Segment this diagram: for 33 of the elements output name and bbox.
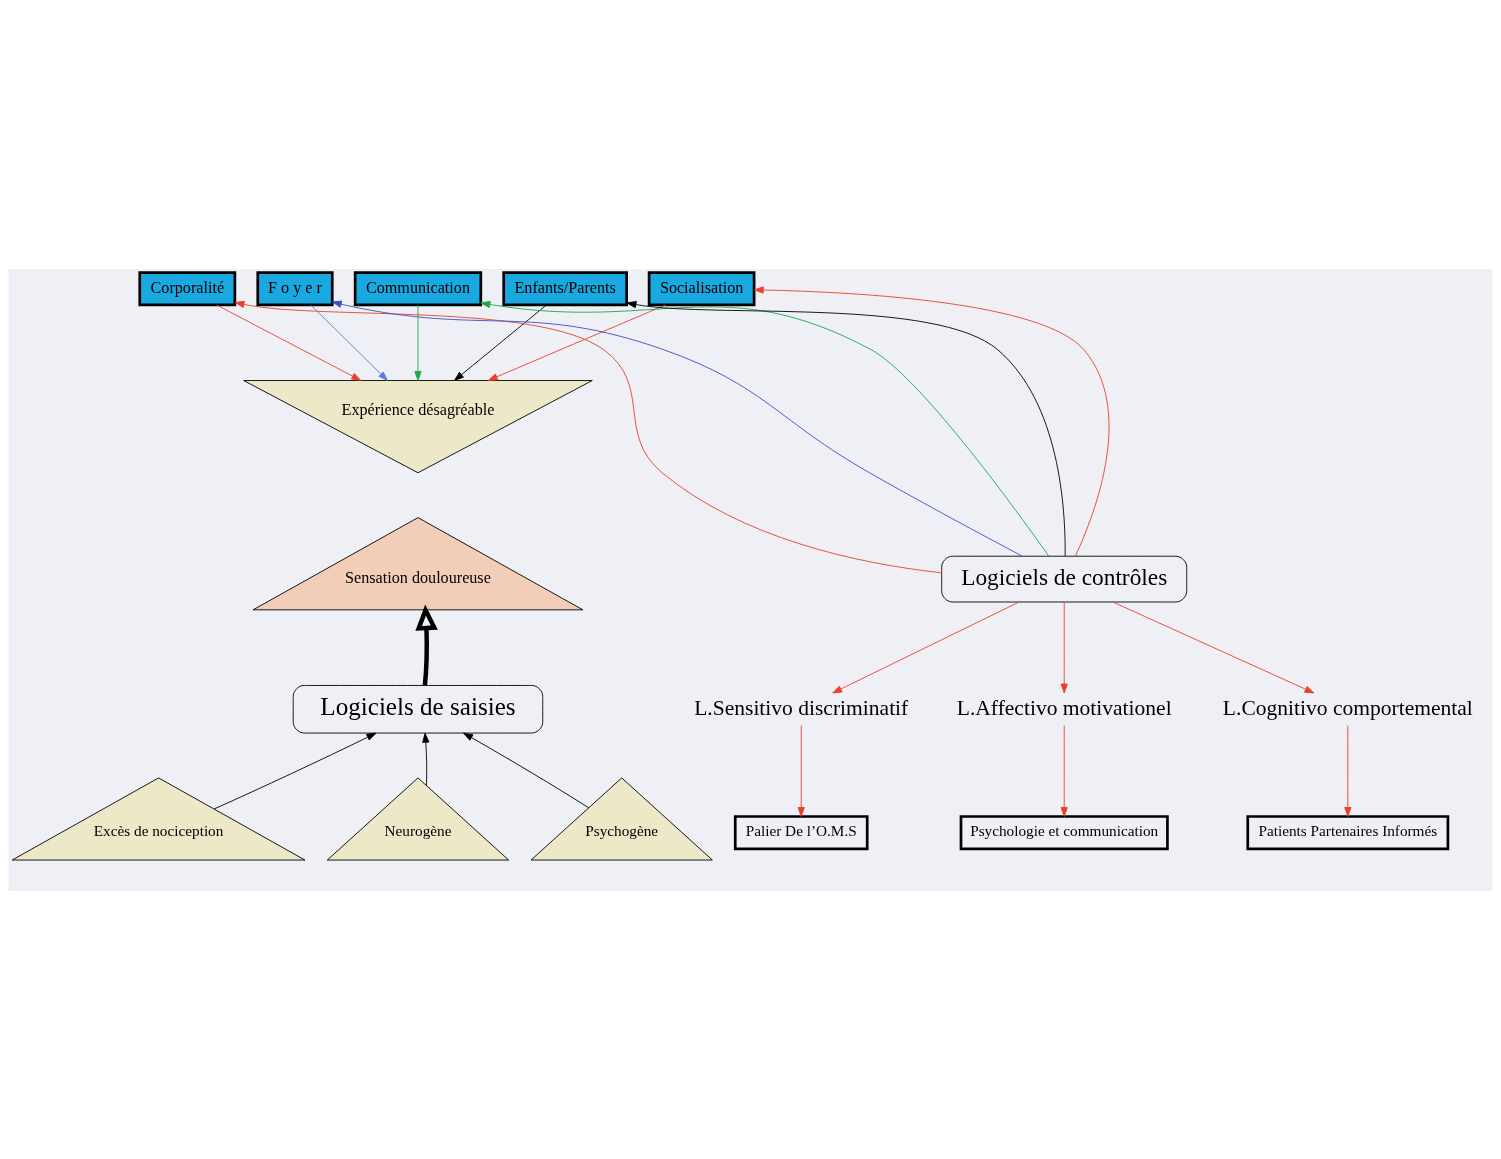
arrow [1344,724,1352,817]
arrow [422,732,430,786]
node-box: Palier De l’O.M.S [733,814,869,850]
arrow [1060,724,1068,817]
node-text: L.Affectivo motivationel [956,695,1172,720]
arrow [480,300,1050,557]
arrow [454,304,547,381]
arrow [331,300,1023,557]
arrow [832,601,1020,693]
node-box: Enfants/Parents [502,270,628,306]
arrow [234,300,943,573]
node-text: L.Cognitivo comportemental [1222,695,1473,720]
arrow [414,304,422,381]
arrow [797,724,805,817]
node-box: F o y e r [256,270,334,306]
node-box: Logiciels de saisies [292,684,544,733]
arrow [1112,601,1315,693]
node-box: Socialisation [647,270,756,306]
node-box: Communication [353,270,483,306]
arrow [463,732,590,808]
node-box: Psychologie et communication [959,814,1169,850]
arrow [626,300,1066,557]
arrow [216,304,362,381]
arrow [310,304,388,381]
node-text: L.Sensitivo discriminatif [694,695,909,720]
arrow [753,285,1110,556]
arrow [415,604,438,685]
node-box: Logiciels de contrôles [941,555,1188,602]
arrow [487,304,667,381]
node-box: Corporalité [138,270,237,306]
arrow [213,732,377,809]
node-box: Patients Partenaires Informés [1246,814,1450,850]
arrow [1060,601,1068,693]
